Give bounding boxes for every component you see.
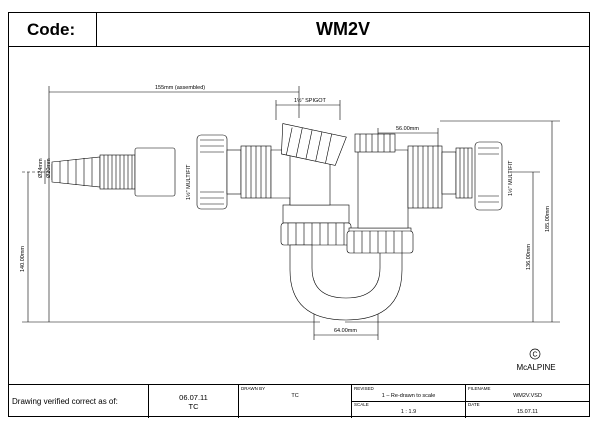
multifit-nut-left <box>196 134 272 210</box>
date-value: 15.07.11 <box>516 409 538 415</box>
filename-cell: FILENAME WM2V.VSD DATE 15.07.11 <box>466 385 589 418</box>
verified-cell: Drawing verified correct as of: <box>9 385 149 418</box>
title-block: Drawing verified correct as of: 06.07.11… <box>9 384 589 418</box>
overall-dim-label: 155mm (assembled) <box>155 85 205 91</box>
date-label: DATE <box>468 402 480 407</box>
dia-1-label: Ø24mm <box>38 158 44 178</box>
copyright-symbol: C <box>532 352 537 359</box>
multifit-left-label: 1½" MULTIFIT <box>185 164 192 200</box>
filename-label: FILENAME <box>468 386 491 391</box>
scale-value: 1 : 1.9 <box>400 409 417 415</box>
revised-value: 1 – Re-drawn to scale <box>381 393 436 399</box>
spigot-inlet <box>281 123 347 206</box>
drawn-by: TC <box>291 393 299 399</box>
hose-tail <box>51 147 176 197</box>
verified-label: Drawing verified correct as of: <box>12 397 118 406</box>
product-code: WM2V <box>316 19 370 39</box>
code-label: Code: <box>9 13 97 46</box>
brand-name: McALPINE <box>516 363 555 372</box>
scale-label: SCALE <box>354 402 369 407</box>
right-height-1-label: 136.00mm <box>526 244 532 270</box>
drawn-by-cell: DRAWN BY TC <box>239 385 352 418</box>
spigot-label: 1½" SPIGOT <box>294 97 327 104</box>
drawing-sheet: Code: WM2V Drawing verified correct as o… <box>8 12 590 418</box>
title-header: Code: WM2V <box>9 13 589 47</box>
filename-value: WM2V.VSD <box>513 393 542 399</box>
verified-date-cell: 06.07.11 TC <box>149 385 239 418</box>
left-height-label: 140.00mm <box>20 246 26 272</box>
revised-cell: REVISED 1 – Re-drawn to scale SCALE 1 : … <box>352 385 466 418</box>
revised-label: REVISED <box>354 386 374 391</box>
mcalpine-logo: C McALPINE <box>516 348 556 372</box>
verified-date: 06.07.11 <box>179 393 208 402</box>
right-height-2-label: 185.00mm <box>545 206 551 232</box>
dia-2-label: Ø20mm <box>46 158 52 178</box>
outlet-offset-label: 56.00mm <box>396 126 419 132</box>
verified-initials: TC <box>188 402 199 411</box>
bottom-width-label: 64.00mm <box>334 328 357 334</box>
drawn-by-label: DRAWN BY <box>241 386 266 391</box>
multifit-right-label: 1½" MULTIFIT <box>507 160 514 196</box>
